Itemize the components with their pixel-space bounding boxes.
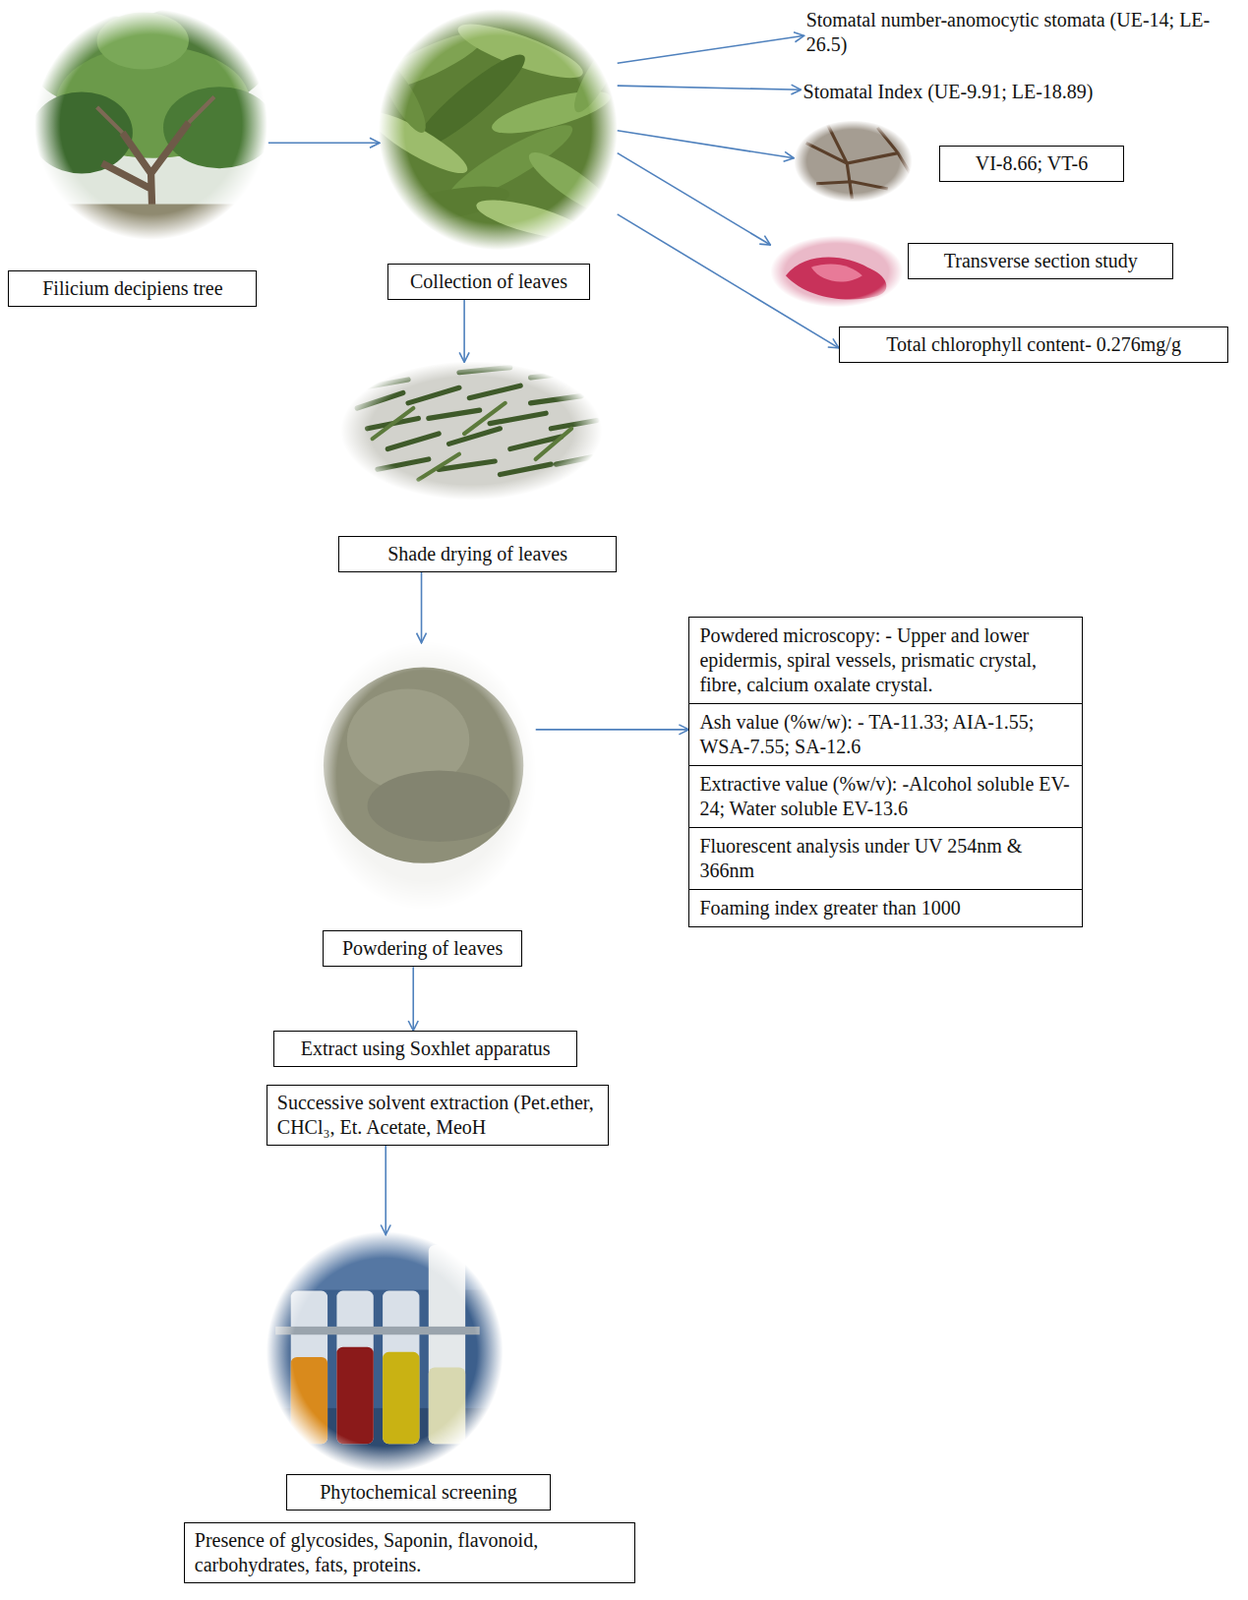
result-table: Powdered microscopy: - Upper and lower e… — [688, 616, 1083, 928]
phytochemical-photo-part — [263, 1228, 509, 1290]
flow-arrow — [617, 153, 772, 245]
venation-photo-part — [806, 122, 914, 200]
shade-drying-photo-part — [372, 403, 572, 480]
label-box: Transverse section study — [907, 242, 1174, 280]
shade-drying-photo — [336, 356, 607, 505]
label-box: Shade drying of leaves — [338, 535, 616, 573]
node-text: Transverse section study — [918, 248, 1163, 274]
phytochemical-photo-part — [382, 1352, 419, 1444]
transverse-section-photo-part — [811, 263, 863, 282]
image-label-box: Shade drying of leaves — [338, 361, 616, 572]
phytochemical-photo-part — [428, 1245, 466, 1444]
transverse-section-photo — [767, 233, 906, 311]
node-text: Total chlorophyll content- 0.276mg/g — [849, 332, 1218, 357]
label-box: Filicium decipiens tree — [7, 270, 257, 307]
table-cell-text: Powdered microscopy: - Upper and lower e… — [689, 617, 1082, 704]
transverse-section-photo-part — [767, 233, 906, 311]
leaves-photo-part — [452, 13, 588, 88]
powder-photo — [310, 638, 540, 914]
tree-photo-part — [30, 91, 133, 174]
phytochemical-photo-part — [336, 1347, 373, 1445]
node-text: Shade drying of leaves — [349, 541, 605, 567]
result-box: Total chlorophyll content- 0.276mg/g — [838, 326, 1229, 363]
phytochemical-photo — [263, 1228, 509, 1476]
tree-photo — [30, 4, 276, 250]
table-cell-text: Foaming index greater than 1000 — [689, 889, 1082, 927]
image-label-box: Powdering of leaves — [314, 643, 536, 968]
image-label-box: Filicium decipiens tree — [7, 9, 269, 307]
flow-arrow — [617, 130, 795, 159]
node-text: VI-8.66; VT-6 — [950, 151, 1115, 177]
powder-photo-part — [367, 770, 511, 842]
flow-arrow — [268, 141, 380, 144]
table-cell-text: Ash value (%w/w): - TA-11.33; AIA-1.55; … — [689, 703, 1082, 766]
node-text: Stomatal Index (UE-9.91; LE-18.89) — [803, 79, 1208, 105]
label-box: VI-8.66; VT-6 — [939, 145, 1126, 182]
image-label-box: Transverse section study — [770, 237, 1174, 307]
leaves-photo-part — [473, 191, 589, 247]
powder-photo-part — [323, 667, 524, 864]
phytochemical-photo-part — [291, 1291, 328, 1445]
powder-photo-part — [310, 638, 540, 914]
node-text: Phytochemical screening — [297, 1480, 541, 1505]
node-text: Powdering of leaves — [333, 936, 512, 961]
image-label-box: Phytochemical screening — [267, 1235, 551, 1512]
shade-drying-photo-part — [336, 356, 607, 505]
flow-arrow — [617, 85, 802, 90]
node-text: Extract using Soxhlet apparatus — [284, 1036, 567, 1062]
label-box: Phytochemical screening — [286, 1474, 552, 1511]
leaves-photo — [362, 4, 627, 255]
phytochemical-photo-part — [291, 1357, 328, 1444]
result-box: Presence of glycosides, Saponin, flavono… — [183, 1522, 637, 1584]
phytochemical-photo-part — [336, 1291, 373, 1445]
node-text: Presence of glycosides, Saponin, flavono… — [194, 1528, 626, 1578]
table-cell-text: Extractive value (%w/v): -Alcohol solubl… — [689, 765, 1082, 828]
transverse-section-photo-part — [785, 257, 887, 300]
venation-photo-part — [790, 117, 919, 207]
phytochemical-photo-part — [382, 1291, 419, 1445]
node-text: Filicium decipiens tree — [18, 276, 246, 301]
node-text: Stomatal number-anomocytic stomata (UE-1… — [806, 7, 1240, 58]
label-box: Powdering of leaves — [322, 930, 523, 967]
phytochemical-photo-part — [263, 1228, 509, 1476]
flow-arrow — [384, 1145, 387, 1236]
tree-photo-part — [97, 11, 189, 69]
flow-arrow — [617, 35, 805, 63]
flow-arrow — [535, 728, 690, 731]
leaves-photo-part — [566, 35, 627, 118]
node-text: Successive solvent extraction (Pet.ether… — [277, 1090, 599, 1140]
node-text: Collection of leaves — [398, 269, 579, 295]
phytochemical-photo-part — [275, 1326, 480, 1335]
tree-photo-part — [30, 204, 276, 251]
process-box: Successive solvent extraction (Pet.ether… — [266, 1084, 610, 1146]
phytochemical-photo-part — [428, 1366, 466, 1444]
image-label-box: Collection of leaves — [379, 9, 618, 299]
image-label-box: VI-8.66; VT-6 — [793, 119, 1126, 202]
venation-photo — [790, 117, 919, 207]
flow-arrow — [412, 966, 415, 1031]
tree-photo-part — [97, 97, 215, 133]
result-text: Stomatal Index (UE-9.91; LE-18.89) — [801, 77, 1210, 107]
process-box: Extract using Soxhlet apparatus — [273, 1030, 578, 1068]
tree-photo-part — [163, 86, 276, 169]
leaves-photo-part — [372, 56, 433, 138]
flow-arrow — [420, 572, 423, 644]
flow-arrow — [463, 299, 466, 363]
table-cell-text: Fluorescent analysis under UV 254nm & 36… — [689, 827, 1082, 890]
flow-arrow — [617, 214, 839, 349]
result-text: Stomatal number-anomocytic stomata (UE-1… — [804, 5, 1242, 60]
label-box: Collection of leaves — [387, 263, 590, 300]
